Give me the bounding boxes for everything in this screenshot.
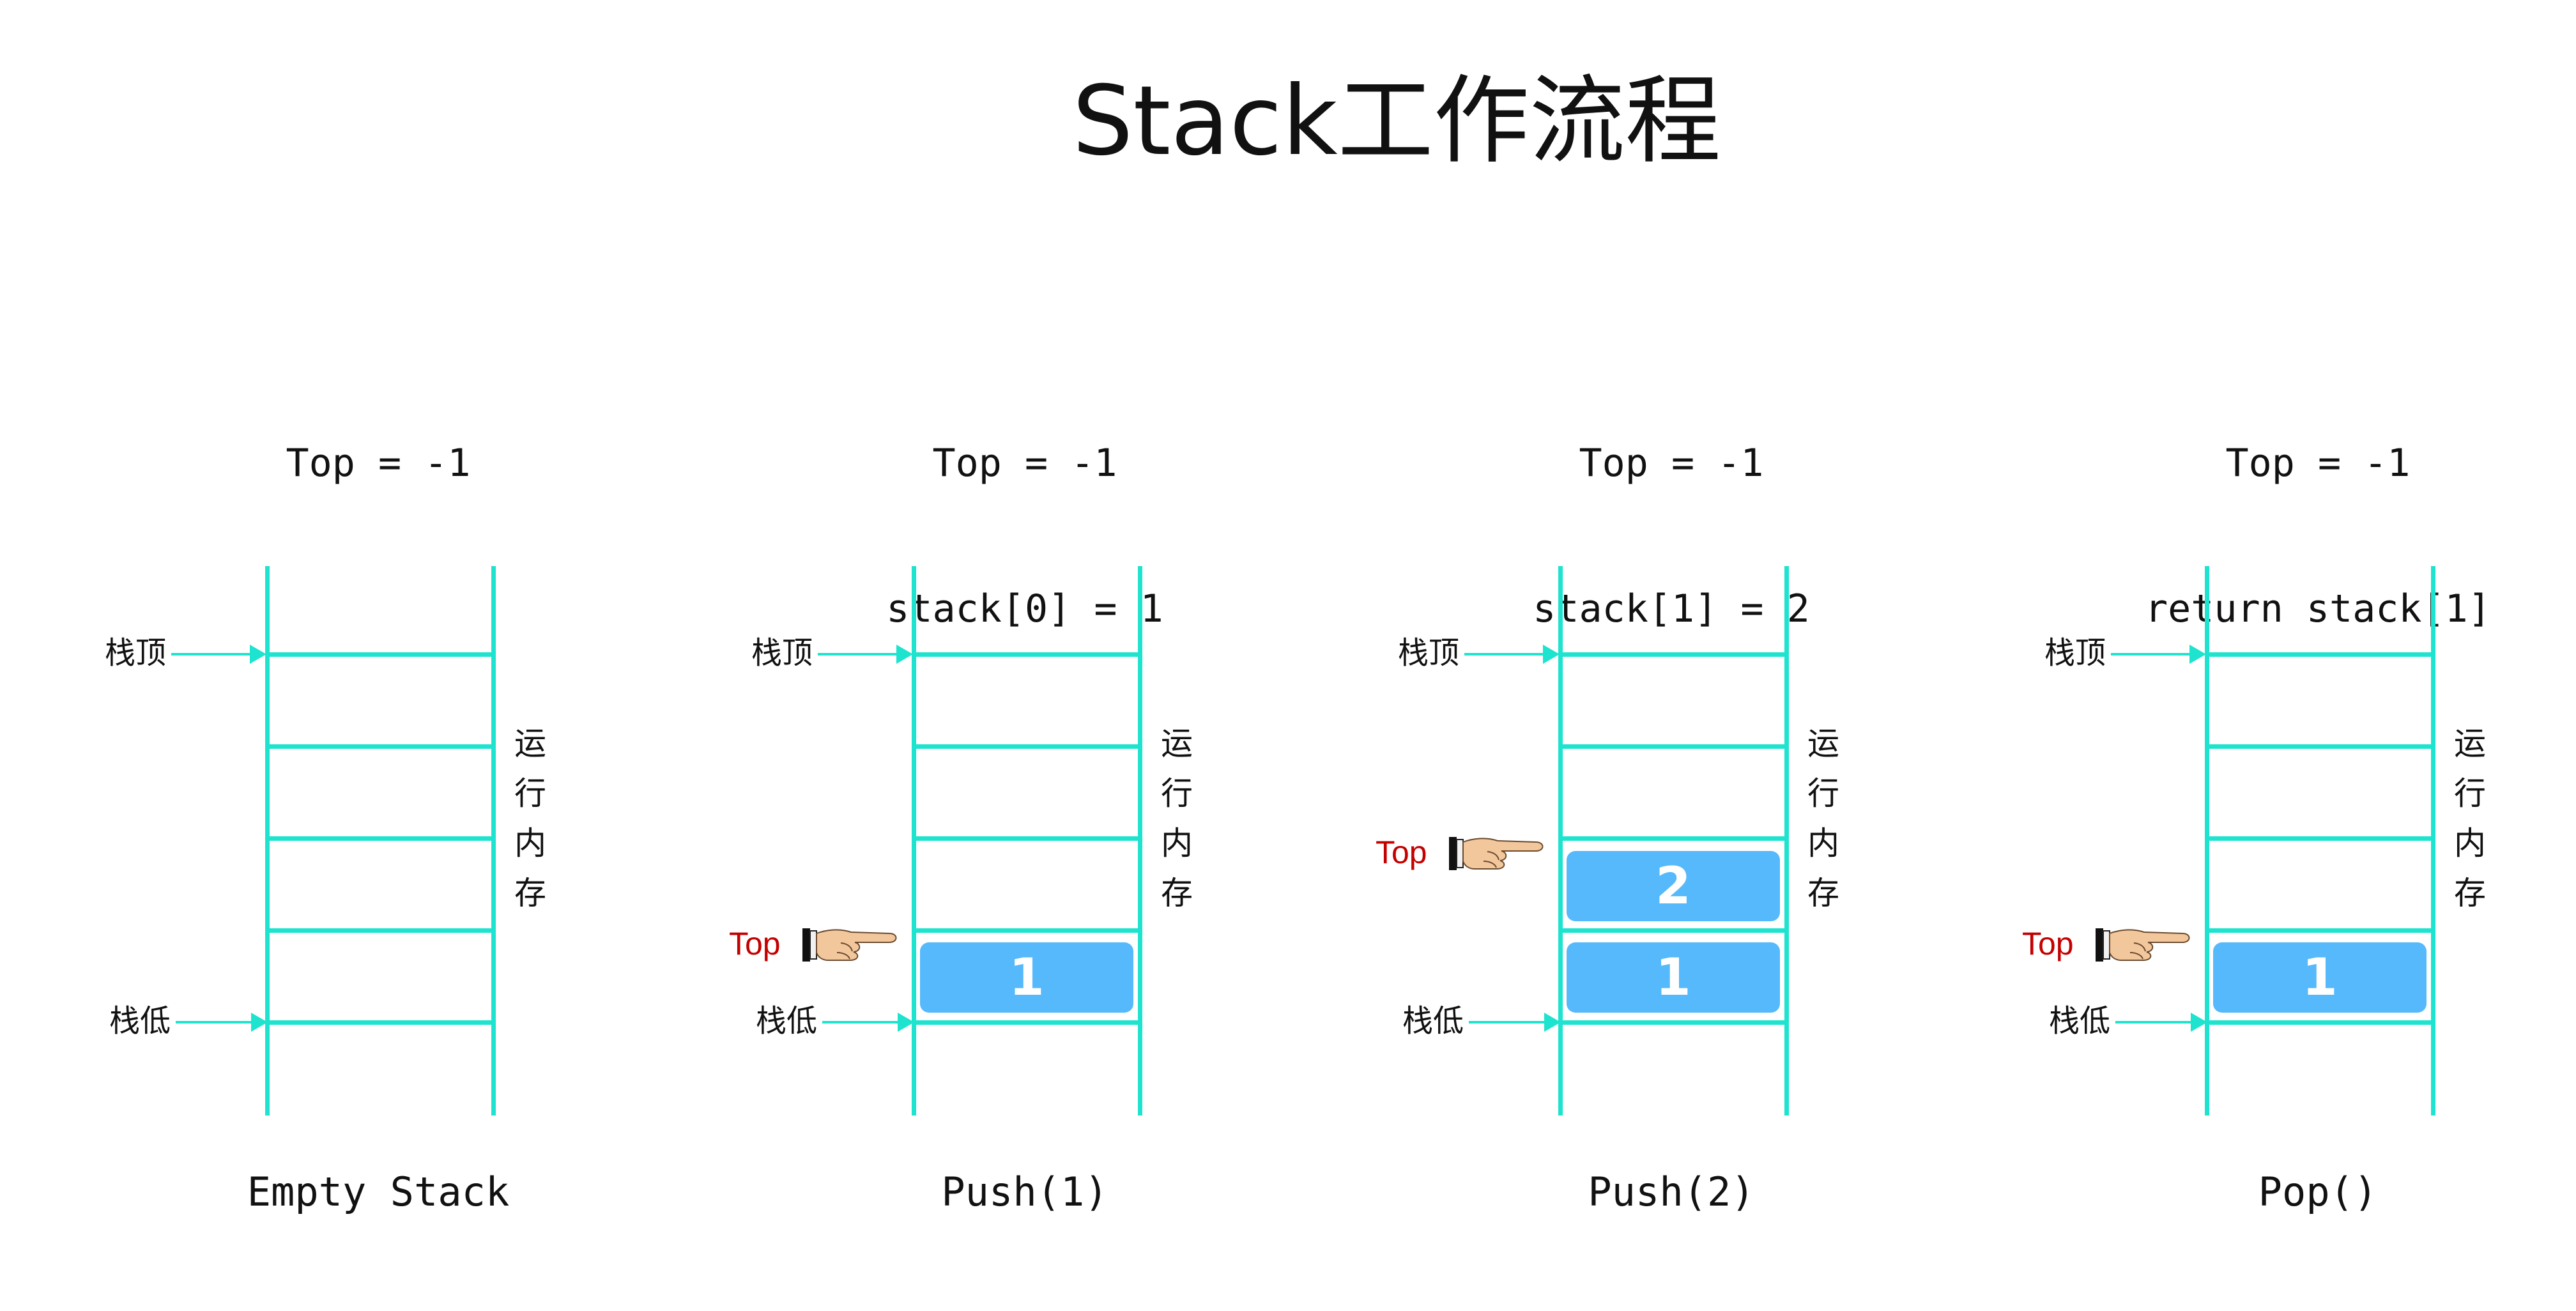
stack-step-empty: Top = -1 栈顶 栈低 运 行 内 存 Empty Stack: [59, 0, 698, 1311]
stack-value-block: 1: [920, 942, 1133, 1013]
memory-character: 内: [514, 825, 546, 862]
memory-character: 运: [2454, 725, 2486, 762]
stack-step-pop: Top = -1 return stack[1] 栈顶 栈低 运 行 内 存 1…: [1998, 0, 2576, 1311]
diagram-title: Stack工作流程: [1072, 66, 1721, 177]
step-operation-label: Empty Stack: [247, 1169, 510, 1215]
stack-slot-line: [1558, 744, 1789, 749]
stack-right-rail: [1784, 566, 1789, 1116]
stack-bottom-label: 栈低: [2049, 1003, 2111, 1039]
stack-slot-line: [265, 836, 496, 841]
memory-character: 行: [514, 775, 546, 812]
stack-slot-line: [265, 1020, 496, 1025]
stack-top-label: 栈顶: [751, 635, 813, 671]
stack-slot-line: [1558, 928, 1789, 933]
memory-character: 行: [2454, 775, 2486, 812]
runtime-memory-label: 运 行 内 存: [2448, 719, 2492, 918]
memory-character: 存: [514, 875, 546, 912]
step-operation-label: Push(2): [1588, 1169, 1755, 1215]
stack-slot-line: [2205, 744, 2435, 749]
stack-slot-line: [1558, 1020, 1789, 1025]
stack-slot-line: [912, 1020, 1142, 1025]
stack-right-rail: [1138, 566, 1142, 1116]
state-line: Top = -1: [286, 441, 471, 486]
stack-slot-line: [1558, 652, 1789, 657]
stack-slot-line: [912, 744, 1142, 749]
top-pointer: Top: [729, 922, 901, 967]
stack-value-block: 1: [1567, 942, 1780, 1013]
pointing-hand-icon: [1449, 837, 1544, 870]
stack-slot-line: [912, 928, 1142, 933]
stack-left-rail: [1558, 566, 1563, 1116]
stack-top-arrow-icon: [2111, 645, 2206, 664]
stack-bottom-arrow-icon: [822, 1013, 914, 1032]
memory-character: 内: [1161, 825, 1193, 862]
stack-top-arrow-icon: [171, 645, 266, 664]
step-operation-label: Pop(): [2258, 1169, 2378, 1215]
step-state-text: Top = -1 return stack[1]: [1998, 342, 2576, 730]
memory-character: 存: [1807, 875, 1839, 912]
stack-bottom-label: 栈低: [109, 1003, 171, 1039]
memory-character: 内: [1807, 825, 1839, 862]
stack-bottom-label: 栈低: [756, 1003, 818, 1039]
stack-slot-line: [912, 836, 1142, 841]
step-state-text: Top = -1 stack[1] = 2: [1352, 342, 1991, 730]
state-line: Top = -1: [1579, 441, 1764, 486]
stack-bottom-label: 栈低: [1402, 1003, 1464, 1039]
step-state-text: Top = -1: [59, 342, 698, 730]
memory-character: 存: [2454, 875, 2486, 912]
state-line: Top = -1: [2225, 441, 2411, 486]
stack-slot-line: [1558, 836, 1789, 841]
stack-top-arrow-icon: [818, 645, 913, 664]
stack-slot-line: [2205, 1020, 2435, 1025]
memory-character: 运: [1807, 725, 1839, 762]
stack-value-block: 1: [2213, 942, 2426, 1013]
stack-top-label: 栈顶: [2044, 635, 2106, 671]
stack-right-rail: [2431, 566, 2435, 1116]
pointing-hand-icon: [2096, 928, 2190, 962]
pointing-hand-icon: [802, 928, 897, 962]
stack-left-rail: [2205, 566, 2209, 1116]
stack-slot-line: [912, 652, 1142, 657]
stack-top-arrow-icon: [1464, 645, 1560, 664]
stack-slot-line: [2205, 928, 2435, 933]
stack-value-block: 2: [1567, 851, 1780, 921]
state-line: stack[1] = 2: [1533, 586, 1810, 631]
stack-slot-line: [2205, 652, 2435, 657]
runtime-memory-label: 运 行 内 存: [1801, 719, 1846, 918]
top-pointer: Top: [2022, 922, 2195, 967]
stack-slot-line: [265, 652, 496, 657]
stack-slot-line: [2205, 836, 2435, 841]
stack-slot-line: [265, 928, 496, 933]
memory-character: 行: [1807, 775, 1839, 812]
memory-character: 存: [1161, 875, 1193, 912]
memory-character: 运: [514, 725, 546, 762]
stack-step-push-2: Top = -1 stack[1] = 2 栈顶 栈低 运 行 内 存 2 1 …: [1352, 0, 1991, 1311]
top-pointer-label: Top: [2022, 926, 2074, 962]
top-pointer-label: Top: [729, 926, 781, 962]
runtime-memory-label: 运 行 内 存: [508, 719, 553, 918]
state-line: [59, 585, 698, 633]
step-operation-label: Push(1): [941, 1169, 1108, 1215]
state-line: return stack[1]: [2145, 586, 2491, 631]
stack-top-label: 栈顶: [105, 635, 167, 671]
state-line: stack[0] = 1: [886, 586, 1163, 631]
stack-step-push-1: Top = -1 stack[0] = 1 栈顶 栈低 运 行 内 存 1 To…: [705, 0, 1344, 1311]
top-pointer-label: Top: [1376, 834, 1427, 870]
stack-slot-line: [265, 744, 496, 749]
stack-left-rail: [265, 566, 270, 1116]
stack-right-rail: [491, 566, 496, 1116]
memory-character: 行: [1161, 775, 1193, 812]
stack-bottom-arrow-icon: [176, 1013, 268, 1032]
stack-left-rail: [912, 566, 916, 1116]
top-pointer: Top: [1376, 831, 1548, 875]
stack-top-label: 栈顶: [1398, 635, 1460, 671]
memory-character: 运: [1161, 725, 1193, 762]
memory-character: 内: [2454, 825, 2486, 862]
stack-bottom-arrow-icon: [1469, 1013, 1561, 1032]
state-line: Top = -1: [932, 441, 1117, 486]
stack-bottom-arrow-icon: [2115, 1013, 2207, 1032]
runtime-memory-label: 运 行 内 存: [1154, 719, 1199, 918]
step-state-text: Top = -1 stack[0] = 1: [705, 342, 1344, 730]
